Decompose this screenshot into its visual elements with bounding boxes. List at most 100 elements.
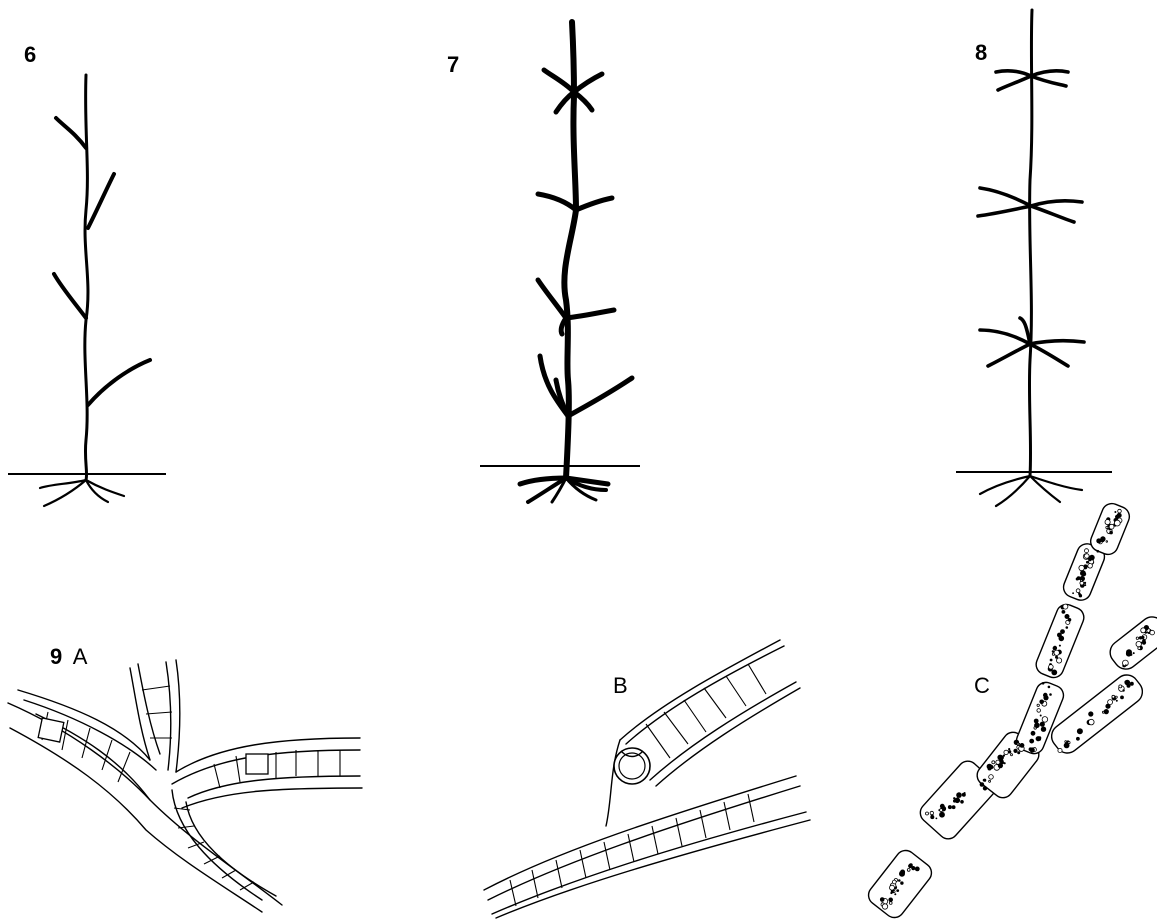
cell-granule	[1058, 748, 1062, 752]
cell-granule	[1150, 630, 1155, 635]
cell-granule	[1050, 659, 1053, 662]
cell-granule	[1112, 695, 1115, 698]
cell-granule	[1017, 751, 1020, 754]
cell-granule	[1066, 626, 1069, 629]
cell-granule	[1042, 682, 1045, 685]
cell-granule	[890, 892, 892, 894]
cell-granule	[1136, 641, 1141, 646]
cell-granule	[988, 767, 992, 771]
cell-granule	[1034, 723, 1040, 729]
cell-granule	[1127, 684, 1131, 688]
cell-granule	[1109, 524, 1114, 529]
cell-granule	[1141, 628, 1146, 633]
cell-granule	[1106, 526, 1108, 528]
panel-9-label: 9	[50, 644, 62, 669]
cell-granule	[1125, 664, 1127, 666]
cell-granule	[1008, 748, 1010, 750]
cell-granule	[1108, 700, 1113, 705]
cell-granule	[1072, 592, 1074, 594]
cell-granule	[1042, 717, 1048, 723]
panel-9a: 9 A	[8, 644, 362, 912]
cell-granule	[1089, 719, 1095, 725]
cell-granule	[907, 869, 910, 872]
cell-granule	[1088, 564, 1093, 569]
cell-granule	[1141, 636, 1144, 639]
cell-granule	[1130, 654, 1132, 656]
cell-granule	[1062, 610, 1066, 614]
cell-granule	[1059, 645, 1061, 647]
cell-granule	[900, 870, 905, 875]
cell-granule	[911, 866, 915, 870]
cell-granule	[1011, 754, 1013, 756]
panel-9b-branch	[606, 640, 800, 826]
cell-granule	[1114, 511, 1116, 513]
cell-granule	[989, 775, 994, 780]
cell-granule	[1041, 727, 1046, 732]
cell-granule	[1116, 700, 1118, 702]
cell-granule	[1084, 584, 1086, 586]
cell-granule	[1118, 509, 1122, 513]
cell-granule	[1030, 747, 1035, 752]
cell-granule	[1039, 700, 1044, 705]
cell-granule	[1084, 582, 1086, 584]
cell-granule	[1104, 709, 1109, 714]
cell-granule	[1076, 737, 1080, 741]
cell-granule	[936, 818, 938, 820]
svg-text:9 A: 9 A	[50, 644, 88, 669]
cell-granule	[1048, 686, 1051, 689]
cell-granule	[1060, 629, 1065, 634]
cell-granule	[939, 812, 945, 818]
cell-granule	[892, 880, 896, 884]
cell-granule	[1119, 685, 1122, 688]
panel-9a-right-branch	[172, 738, 362, 808]
cell-granule	[1089, 555, 1095, 561]
cell-granule	[896, 889, 899, 892]
cell-granule	[882, 904, 887, 909]
cell-granule	[1120, 696, 1124, 700]
cell-granule	[930, 815, 934, 819]
cell-granule	[956, 792, 962, 798]
cell-granule	[1115, 696, 1117, 698]
cell-granule	[980, 782, 985, 787]
cell-granule	[1133, 652, 1135, 654]
cell-granule	[1077, 576, 1081, 580]
panel-9b-main-filament	[484, 776, 810, 918]
cell-granule	[1085, 554, 1090, 559]
cell-granule	[999, 759, 1003, 763]
cell-granule	[915, 867, 920, 872]
panel-9b: B	[484, 640, 810, 918]
cell-granule	[940, 809, 943, 812]
cell-granule	[1096, 538, 1101, 543]
cell-granule	[1053, 646, 1057, 650]
cell-granule	[1036, 736, 1041, 741]
cell-granule	[1115, 517, 1117, 519]
panel-9a-main-filament	[8, 690, 282, 912]
cell-granule	[962, 793, 966, 797]
cell-granule	[948, 805, 952, 809]
panel-8-roots	[980, 476, 1082, 506]
panel-9c: C	[865, 501, 1157, 921]
cell-granule	[1088, 711, 1093, 716]
cell-granule	[1106, 541, 1108, 543]
cell-granule	[1031, 731, 1036, 736]
cell-granule	[1013, 749, 1017, 753]
panel-6-label: 6	[24, 42, 36, 67]
cell-granule	[1079, 565, 1084, 570]
cell-granule	[1037, 709, 1041, 713]
cell-granule	[890, 885, 895, 890]
cell-granule	[880, 897, 885, 902]
panel-7: 7	[447, 22, 640, 502]
cell-granule	[983, 779, 985, 781]
cell-granule	[900, 881, 903, 884]
panel-8-stem	[1029, 10, 1032, 476]
cell-granule	[1136, 637, 1138, 639]
cell-granule	[1064, 743, 1070, 749]
panel-7-label: 7	[447, 52, 459, 77]
panel-9b-heterocyst	[614, 748, 650, 784]
cell-granule	[1054, 650, 1059, 655]
cell-granule	[960, 800, 964, 804]
panel-8: 8	[956, 10, 1112, 506]
cell-granule	[1020, 743, 1025, 748]
cell-granule	[1086, 561, 1089, 564]
